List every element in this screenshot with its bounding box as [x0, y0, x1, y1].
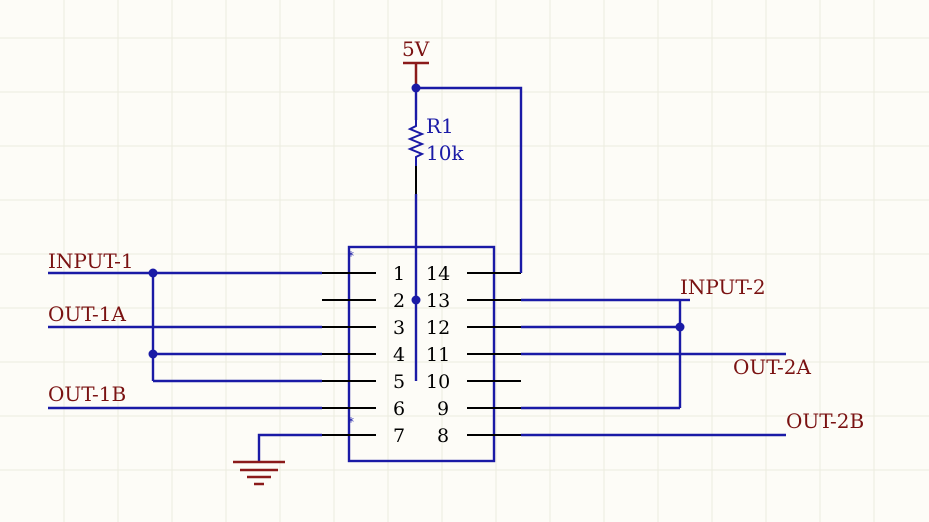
pin-number: 7	[393, 425, 405, 447]
resistor-value: 10k	[426, 141, 464, 165]
pin-number: 9	[437, 398, 449, 420]
junction-dots	[148, 83, 685, 359]
ic-pin-lines	[322, 272, 521, 436]
power-label: 5V	[402, 37, 430, 61]
resistor-r1: R1 10k	[407, 88, 464, 194]
junction-dot	[675, 322, 685, 332]
ic-left-pin-numbers: 1 2 3 4 5 6 7	[393, 263, 405, 447]
pin-number: 4	[393, 344, 405, 366]
pin-number: 2	[393, 290, 405, 312]
pin-number: 8	[437, 425, 449, 447]
ic-right-pin-numbers: 14 13 12 11 10 9 8	[426, 263, 450, 447]
net-label-out-1b: OUT-1B	[48, 382, 126, 406]
ic-pin1-marker: *	[348, 249, 354, 263]
pin-number: 11	[426, 344, 450, 366]
resistor-ref: R1	[426, 114, 454, 138]
net-labels: INPUT-1 OUT-1A OUT-1B INPUT-2 OUT-2A OUT…	[48, 249, 864, 433]
power-port-5v: 5V	[402, 37, 430, 88]
net-label-input-1: INPUT-1	[48, 249, 134, 273]
pin-number: 5	[393, 371, 405, 393]
pin-number: 3	[393, 317, 405, 339]
net-label-input-2: INPUT-2	[680, 275, 766, 299]
pin-number: 10	[426, 371, 450, 393]
net-label-out-2b: OUT-2B	[786, 409, 864, 433]
junction-dot	[411, 295, 421, 305]
pin-number: 14	[426, 263, 450, 285]
net-label-out-1a: OUT-1A	[48, 302, 126, 326]
ground-icon	[233, 460, 285, 486]
junction-dot	[148, 349, 158, 359]
net-label-out-2a: OUT-2A	[733, 355, 811, 379]
junction-dot	[148, 268, 158, 278]
pin-number: 1	[393, 263, 405, 285]
ic-pin7-marker: *	[348, 415, 354, 429]
wires	[48, 86, 786, 462]
pin-number: 13	[426, 290, 450, 312]
pin-number: 12	[426, 317, 450, 339]
pin-number: 6	[393, 398, 405, 420]
junction-dot	[411, 83, 421, 93]
